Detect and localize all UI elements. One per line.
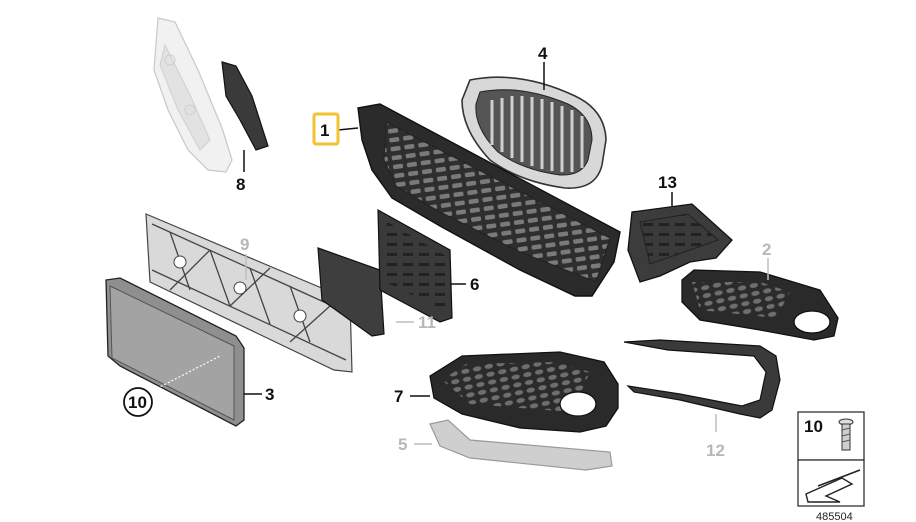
callout-8: 8 bbox=[236, 175, 245, 194]
part-11-covers bbox=[317, 208, 466, 337]
callout-10: 10 bbox=[128, 393, 147, 412]
part-12-trim-strip bbox=[623, 339, 781, 432]
callout-12: 12 bbox=[706, 441, 725, 460]
callout-9: 9 bbox=[240, 235, 249, 254]
callout-6: 6 bbox=[470, 275, 479, 294]
part-4-kidney-grille bbox=[461, 62, 607, 189]
callout-5: 5 bbox=[398, 435, 407, 454]
callout-13: 13 bbox=[658, 173, 677, 192]
callout-3: 3 bbox=[265, 385, 274, 404]
part-7-side-grille bbox=[410, 351, 619, 433]
callout-1-highlight bbox=[312, 112, 340, 146]
callout-10-circle bbox=[123, 387, 153, 417]
part-2-side-grille bbox=[681, 258, 839, 341]
screw-icon bbox=[838, 418, 854, 451]
callout-7: 7 bbox=[394, 387, 403, 406]
callout-4: 4 bbox=[538, 44, 548, 63]
callout-11: 11 bbox=[418, 313, 436, 332]
part-13-air-duct bbox=[627, 192, 733, 283]
callout-2: 2 bbox=[762, 240, 771, 259]
part-8-bracket bbox=[221, 61, 269, 172]
part-3-license-plate-base bbox=[105, 277, 262, 427]
part-1-lower-grille bbox=[337, 103, 621, 297]
part-headlight-bracket-ghost bbox=[153, 17, 233, 173]
diagram-id: 485504 bbox=[816, 511, 853, 522]
part-9-carrier bbox=[145, 213, 353, 373]
callout-1: 1 bbox=[320, 121, 329, 140]
legend-box bbox=[797, 411, 865, 507]
legend-part-number: 10 bbox=[804, 417, 823, 436]
part-5-trim-strip bbox=[414, 419, 613, 471]
arrow-icon bbox=[805, 469, 861, 503]
